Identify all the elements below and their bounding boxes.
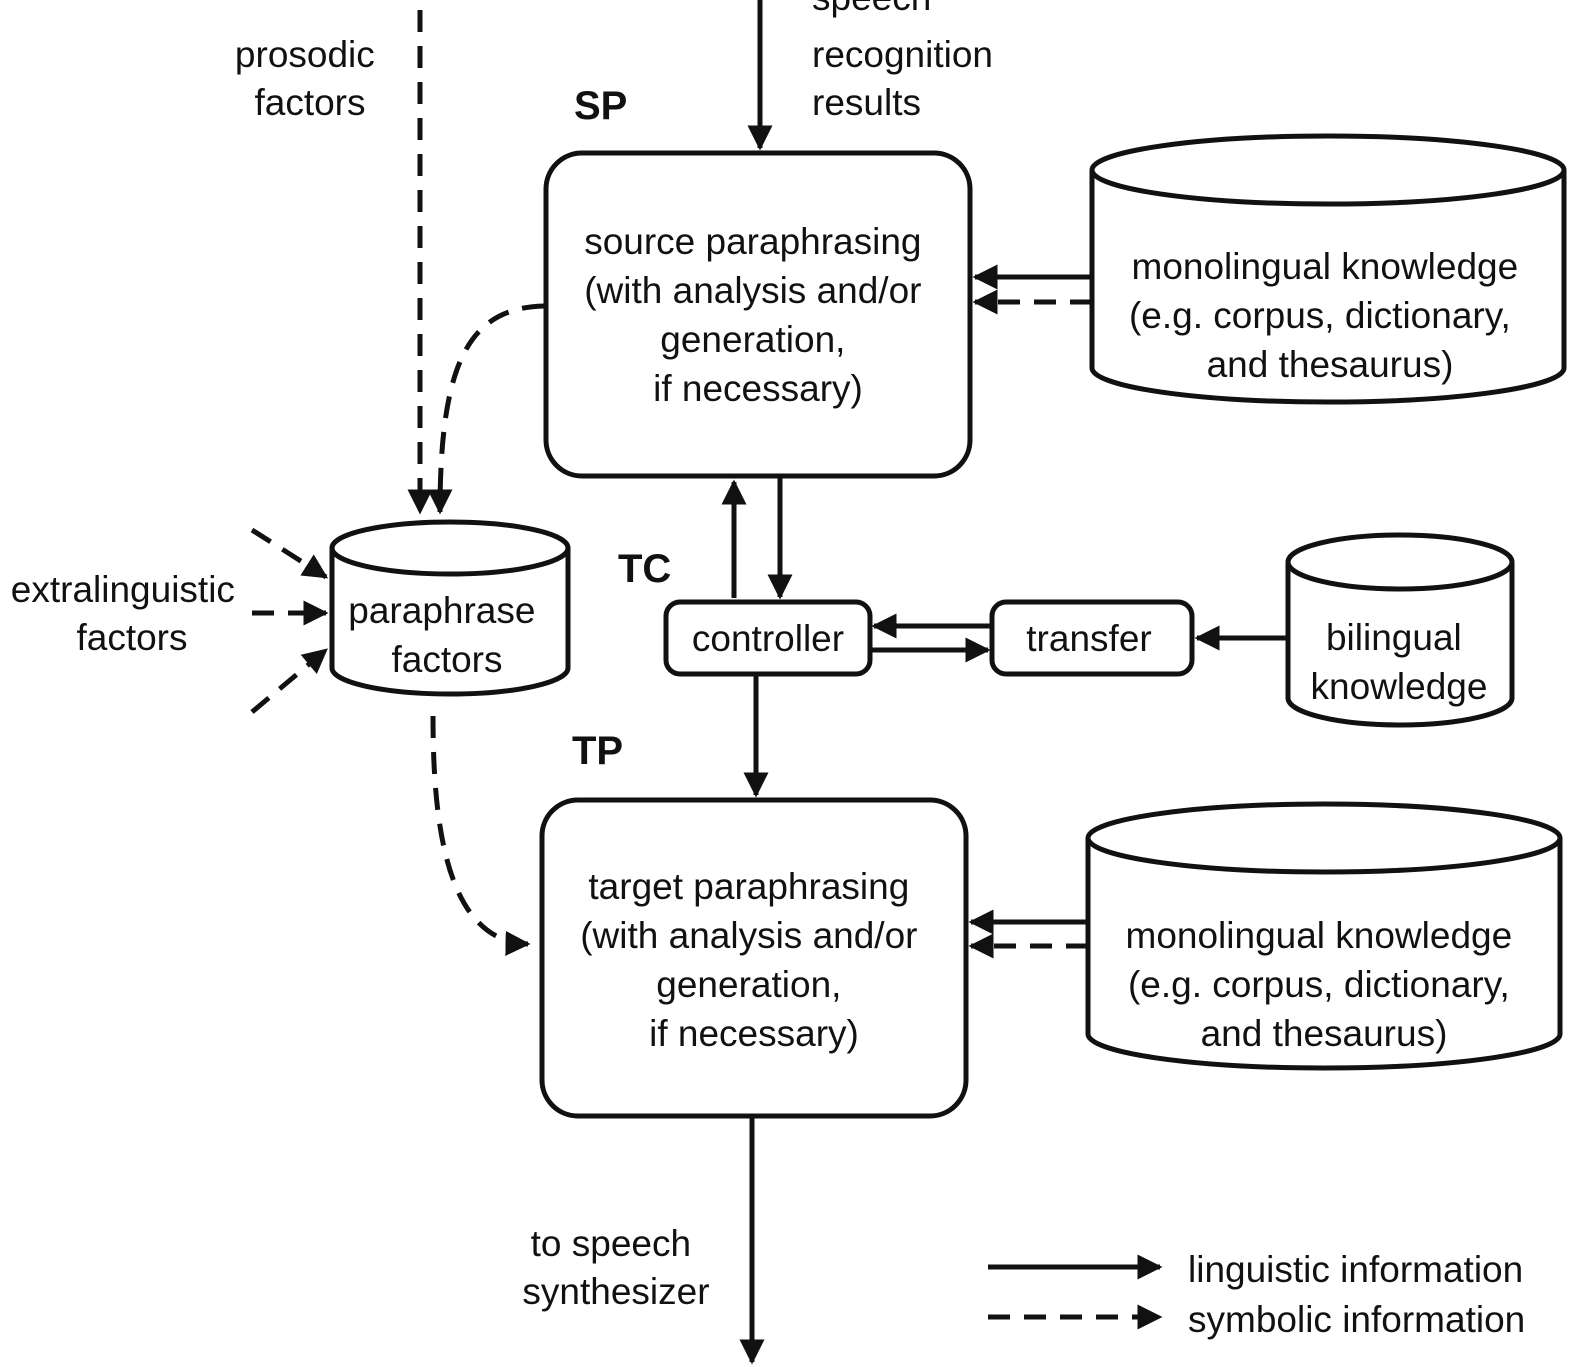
transfer-box [989, 599, 1195, 677]
target-paraphrasing-box [539, 797, 969, 1119]
arrow-extra-to-paraphrase-top [250, 527, 329, 580]
sp-label: SP [574, 84, 627, 128]
monolingual-knowledge-source-text: monolingual knowledge (e.g. corpus, dict… [1129, 246, 1529, 385]
monolingual-knowledge-source-cylinder [1089, 133, 1567, 405]
prosodic-factors-label: prosodic factors [235, 34, 385, 123]
paraphrase-factors-text: paraphrase factors [348, 590, 545, 680]
transfer-text: transfer [1026, 618, 1151, 659]
source-paraphrasing-text: source paraphrasing (with analysis and/o… [584, 221, 932, 409]
bilingual-knowledge-text: bilingual knowledge [1311, 617, 1488, 707]
target-paraphrasing-text: target paraphrasing (with analysis and/o… [580, 866, 928, 1054]
speech-recognition-results-label: speech recognition results [812, 0, 1003, 123]
arrow-sp-to-paraphrase-factors [427, 303, 545, 515]
source-paraphrasing-box [543, 150, 973, 479]
tp-label: TP [572, 729, 623, 773]
tc-label: TC [618, 547, 671, 591]
extralinguistic-factors-label: extralinguistic factors [11, 569, 245, 658]
monolingual-knowledge-target-text: monolingual knowledge (e.g. corpus, dict… [1126, 915, 1523, 1054]
arrow-paraphrase-factors-to-tp [430, 715, 531, 956]
arrow-extra-to-paraphrase-bottom [250, 648, 328, 714]
controller-box [663, 599, 873, 677]
legend-dashed-label: symbolic information [1188, 1299, 1525, 1340]
legend-solid-label: linguistic information [1188, 1249, 1523, 1290]
to-speech-synthesizer-label: to speech synthesizer [522, 1223, 709, 1312]
controller-text: controller [692, 618, 844, 659]
monolingual-knowledge-target-cylinder [1085, 801, 1563, 1071]
legend: linguistic information symbolic informat… [988, 1249, 1525, 1340]
bilingual-knowledge-cylinder [1285, 532, 1515, 728]
paraphrase-factors-cylinder [329, 519, 571, 697]
